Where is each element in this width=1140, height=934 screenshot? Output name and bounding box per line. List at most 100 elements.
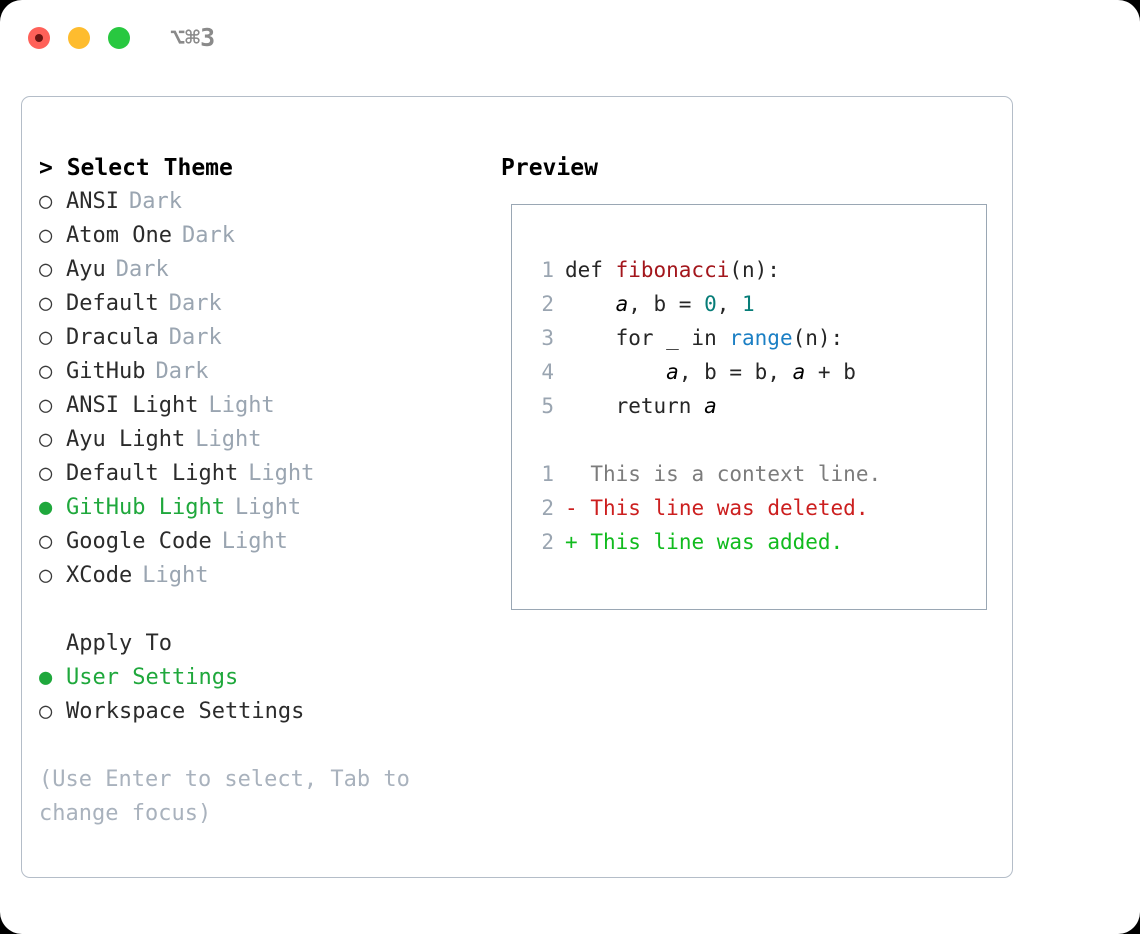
diff-sign (565, 457, 578, 491)
radio-unselected-icon[interactable]: ○ (39, 393, 53, 418)
theme-list-item[interactable]: ○ Dracula Dark (39, 321, 479, 355)
radio-unselected-icon[interactable]: ○ (39, 427, 53, 452)
code-line-content: def fibonacci(n): (565, 253, 780, 287)
radio-unselected-icon[interactable]: ○ (39, 223, 53, 248)
apply-to-list[interactable]: ●User Settings ○ Workspace Settings (39, 661, 479, 729)
diff-text: This line was deleted. (590, 496, 869, 520)
code-blank-line (528, 423, 881, 457)
code-line-content: a, b = b, a + b (565, 355, 856, 389)
theme-name-label: Default (66, 291, 159, 316)
code-token: return (565, 394, 705, 418)
radio-unselected-icon[interactable]: ○ (39, 529, 53, 554)
line-number: 2 (541, 496, 554, 520)
theme-name-label: ANSI (66, 189, 119, 214)
close-button-icon[interactable] (28, 27, 50, 49)
theme-variant-label: Light (142, 563, 209, 588)
line-number: 2 (541, 292, 554, 316)
code-token: , b = (628, 292, 705, 316)
code-line-content: return a (565, 389, 717, 423)
window-controls (28, 27, 130, 49)
radio-unselected-icon[interactable]: ○ (39, 563, 53, 588)
code-token: , b = b, (678, 360, 793, 384)
diff-space (578, 457, 591, 491)
list-spacer (39, 593, 479, 627)
theme-variant-label: Dark (168, 325, 222, 350)
code-line: 1 def fibonacci(n): (528, 253, 881, 287)
keyboard-hint-text: (Use Enter to select, Tab to change focu… (39, 767, 410, 826)
code-token: a (792, 360, 806, 384)
code-token: 1 (742, 292, 755, 316)
theme-variant-label: Dark (115, 257, 169, 282)
diff-space (578, 525, 591, 559)
code-line-content: a, b = 0, 1 (565, 287, 755, 321)
diff-line-added: 2+ This line was added. (528, 525, 881, 559)
theme-name-label: Dracula (66, 325, 159, 350)
apply-to-item[interactable]: ○ Workspace Settings (39, 695, 479, 729)
code-token: (n): (729, 258, 780, 282)
radio-unselected-icon[interactable]: ○ (39, 461, 53, 486)
line-number: 1 (541, 258, 554, 282)
theme-variant-label: Light (221, 529, 288, 554)
theme-name-label: GitHub (66, 359, 146, 384)
apply-to-label: Workspace Settings (66, 699, 305, 724)
apply-to-item[interactable]: ●User Settings (39, 661, 479, 695)
theme-list-item[interactable]: ○ Default Dark (39, 287, 479, 321)
radio-unselected-icon[interactable]: ○ (39, 325, 53, 350)
radio-selected-icon[interactable]: ● (39, 495, 53, 520)
preview-heading: Preview (501, 155, 598, 181)
diff-sign: + (565, 530, 578, 554)
radio-unselected-icon[interactable]: ○ (39, 189, 53, 214)
diff-line-context: 1 This is a context line. (528, 457, 881, 491)
theme-list-item[interactable]: ○ Ayu Light Light (39, 423, 479, 457)
theme-variant-label: Dark (181, 223, 235, 248)
radio-unselected-icon[interactable]: ○ (39, 359, 53, 384)
code-token: for _ in (565, 326, 730, 350)
radio-unselected-icon[interactable]: ○ (39, 699, 53, 724)
theme-list-item[interactable]: ○ XCode Light (39, 559, 479, 593)
minimize-button-icon[interactable] (68, 27, 90, 49)
radio-selected-icon[interactable]: ● (39, 665, 53, 690)
radio-unselected-icon[interactable]: ○ (39, 291, 53, 316)
line-number: 5 (541, 394, 554, 418)
apply-to-heading: Apply To (66, 631, 172, 656)
select-theme-heading: > Select Theme (39, 155, 233, 181)
code-line: 2 a, b = 0, 1 (528, 287, 881, 321)
code-token: range (729, 326, 793, 350)
diff-text: This is a context line. (590, 462, 882, 486)
theme-list-item[interactable]: ○ Atom One Dark (39, 219, 479, 253)
title-bar: ⌥⌘3 (0, 0, 1140, 78)
diff-space (578, 491, 591, 525)
line-number: 4 (541, 360, 554, 384)
code-token: (n): (792, 326, 844, 350)
code-token: a (615, 292, 629, 316)
theme-name-label: ANSI Light (66, 393, 199, 418)
code-token: a (666, 360, 679, 384)
code-token: fibonacci (615, 258, 730, 282)
code-token: + b (805, 360, 856, 384)
code-token (565, 360, 666, 384)
theme-variant-label: Dark (168, 291, 222, 316)
theme-name-label: Atom One (66, 223, 172, 248)
theme-name-label: XCode (66, 563, 133, 588)
theme-variant-label: Light (195, 427, 262, 452)
radio-unselected-icon[interactable]: ○ (39, 257, 53, 282)
code-token: def (565, 258, 616, 282)
keyboard-shortcut-label: ⌥⌘3 (170, 23, 216, 52)
zoom-button-icon[interactable] (108, 27, 130, 49)
line-number: 3 (541, 326, 554, 350)
theme-name-label: Ayu Light (66, 427, 186, 452)
diff-sign: - (565, 496, 578, 520)
code-line: 3 for _ in range(n): (528, 321, 881, 355)
